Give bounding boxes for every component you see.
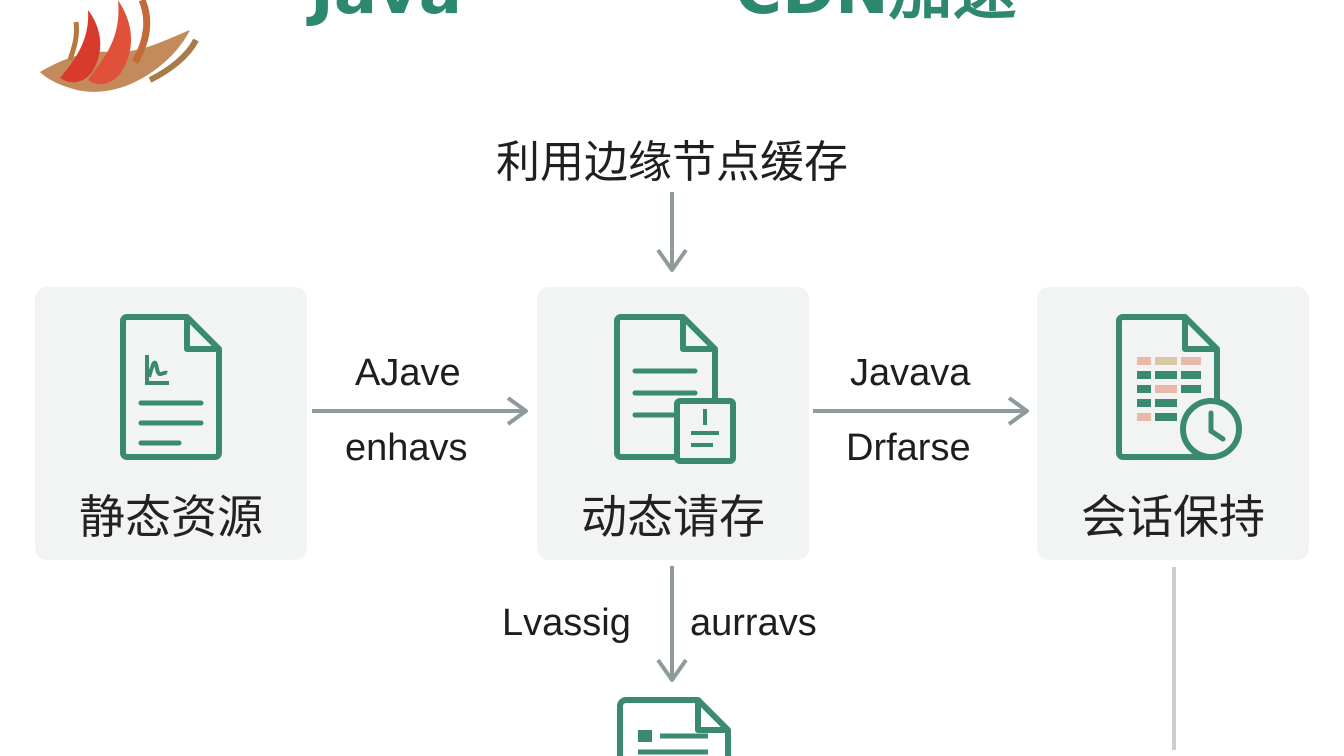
caption-to-dynamic-arrow [656,192,688,272]
logo-flame-icon [40,0,199,92]
session-persistence-card: 会话保持 [1037,287,1309,560]
document-form-icon [614,314,736,464]
dynamic-requests-label: 动态请存 [581,490,765,544]
session-down-line [1172,567,1176,750]
dynamic-requests-card: 动态请存 [537,287,809,560]
edge-dynamic-session-label-top: Javava [850,352,971,394]
static-resources-label: 静态资源 [79,490,263,544]
document-chart-icon [120,314,222,460]
top-caption: 利用边缘节点缓存 [496,137,848,188]
edge-down-label-left: Lvassig [502,602,631,644]
edge-down-label-right: aurravs [690,602,817,644]
spreadsheet-clock-icon [1116,314,1242,460]
session-persistence-label: 会话保持 [1081,490,1265,544]
dynamic-down-arrow [656,566,688,682]
edge-static-dynamic-label-top: AJave [355,352,461,394]
edge-dynamic-session-label-bottom: Drfarse [846,427,971,469]
dynamic-to-session-arrow [813,396,1029,426]
title-left-fragment: Java [310,0,462,24]
partial-document-icon [617,697,731,756]
title-right-fragment: CDN加速 [735,0,1017,24]
static-resources-card: 静态资源 [35,287,307,560]
static-to-dynamic-arrow [312,396,528,426]
edge-static-dynamic-label-bottom: enhavs [345,427,468,469]
